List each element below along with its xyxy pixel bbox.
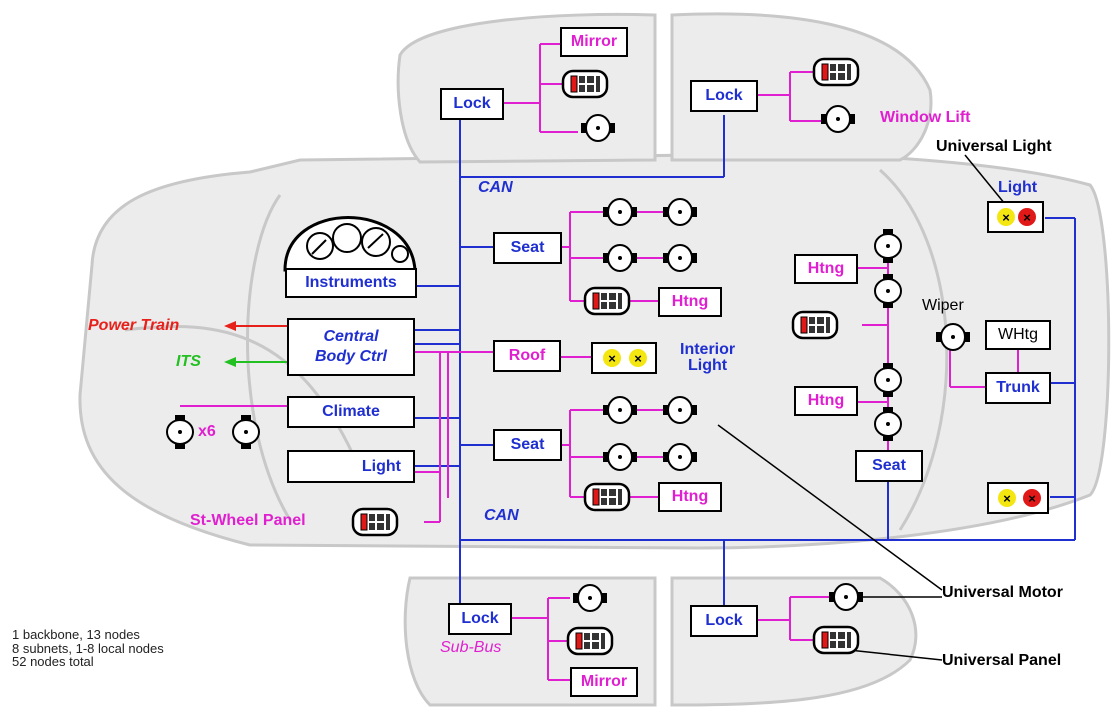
- instruments-box: Instruments: [285, 268, 417, 298]
- light-lamps-right-top: × ×: [987, 201, 1044, 233]
- wiper-label: Wiper: [922, 297, 964, 314]
- power-train-label: Power Train: [88, 317, 180, 334]
- seat-front-box: Seat: [493, 232, 562, 264]
- trunk-box: Trunk: [985, 372, 1051, 404]
- its-label: ITS: [176, 353, 201, 370]
- htng-rear-box: Htng: [658, 482, 722, 512]
- svg-text:×: ×: [1002, 210, 1010, 225]
- lock-rear-right-box: Lock: [690, 605, 758, 637]
- can-bottom-label: CAN: [484, 507, 519, 524]
- interior-light-lamps: × ×: [591, 342, 657, 374]
- stats-line2: 8 subnets, 1-8 local nodes: [12, 640, 164, 656]
- lock-front-left-box: Lock: [440, 88, 504, 120]
- callout-lines: [717, 154, 1006, 661]
- can-top-label: CAN: [478, 179, 513, 196]
- x6-label: x6: [198, 423, 216, 440]
- universal-panel-label: Universal Panel: [942, 652, 1062, 669]
- roof-box: Roof: [493, 340, 561, 372]
- svg-text:×: ×: [1023, 210, 1031, 225]
- can-backbone: [415, 115, 1076, 620]
- light-left-box: Light: [287, 450, 415, 483]
- stats-line3: 52 nodes total: [12, 654, 94, 670]
- svg-text:×: ×: [608, 351, 616, 366]
- lock-rear-left-box: Lock: [448, 603, 512, 635]
- subnet-wires: [180, 43, 1019, 681]
- instrument-gauges-icon: [283, 216, 417, 272]
- light-left-label: Light: [361, 457, 401, 475]
- lock-front-right-box: Lock: [690, 80, 758, 112]
- central-label-line2: Body Ctrl: [315, 348, 387, 365]
- universal-light-label: Universal Light: [936, 138, 1052, 155]
- mirror-top-box: Mirror: [560, 27, 628, 57]
- seat-right-box: Seat: [855, 450, 923, 482]
- svg-text:×: ×: [1003, 491, 1011, 506]
- door-front-right: [670, 12, 933, 162]
- whtg-box: WHtg: [985, 320, 1051, 350]
- svg-text:×: ×: [634, 351, 642, 366]
- light-right-label: Light: [998, 179, 1038, 196]
- interior-light-label: Interior Light: [680, 342, 735, 374]
- light-lamps-right-bottom: × ×: [987, 482, 1049, 514]
- htng-right1-box: Htng: [794, 254, 858, 284]
- htng-front-box: Htng: [658, 287, 722, 317]
- stats-line1: 1 backbone, 13 nodes: [12, 627, 140, 642]
- htng-right2-box: Htng: [794, 386, 858, 416]
- its-arrow: [224, 357, 287, 367]
- mirror-bottom-box: Mirror: [570, 667, 638, 697]
- sub-bus-label: Sub-Bus: [440, 639, 502, 656]
- central-body-ctrl-box: Central Body Ctrl: [287, 318, 415, 376]
- climate-box: Climate: [287, 396, 415, 428]
- universal-motor-label: Universal Motor: [942, 584, 1063, 601]
- interior-label-line2: Light: [688, 357, 728, 374]
- seat-rear-box: Seat: [493, 429, 562, 461]
- interior-label-line1: Interior: [680, 341, 736, 358]
- network-stats: 1 backbone, 13 nodes 8 subnets, 1-8 loca…: [12, 628, 164, 669]
- window-lift-label: Window Lift: [880, 109, 971, 126]
- st-wheel-panel-label: St-Wheel Panel: [190, 512, 306, 529]
- svg-text:×: ×: [1028, 491, 1036, 506]
- central-label-line1: Central: [323, 328, 379, 345]
- power-train-arrow: [224, 321, 287, 331]
